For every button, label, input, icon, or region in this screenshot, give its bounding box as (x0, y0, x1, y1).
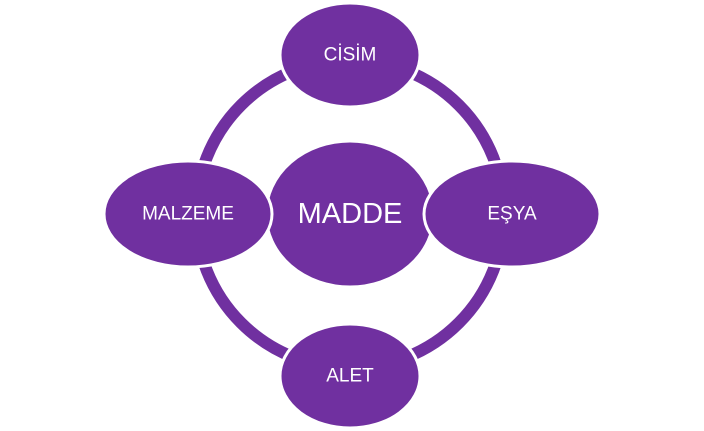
node-left: MALZEME (102, 159, 274, 269)
node-right-label: EŞYA (487, 204, 537, 225)
node-top-label: CİSİM (324, 45, 377, 66)
node-bottom-label: ALET (326, 366, 374, 387)
node-right-shape (422, 159, 602, 269)
node-left-shape (102, 159, 274, 269)
node-top-shape (278, 1, 422, 109)
center-node: MADDE (264, 139, 436, 289)
node-right: EŞYA (422, 159, 602, 269)
node-bottom-shape (278, 322, 422, 430)
node-top: CİSİM (278, 1, 422, 109)
center-node-label: MADDE (298, 198, 403, 230)
node-bottom: ALET (278, 322, 422, 430)
node-left-label: MALZEME (142, 204, 234, 225)
